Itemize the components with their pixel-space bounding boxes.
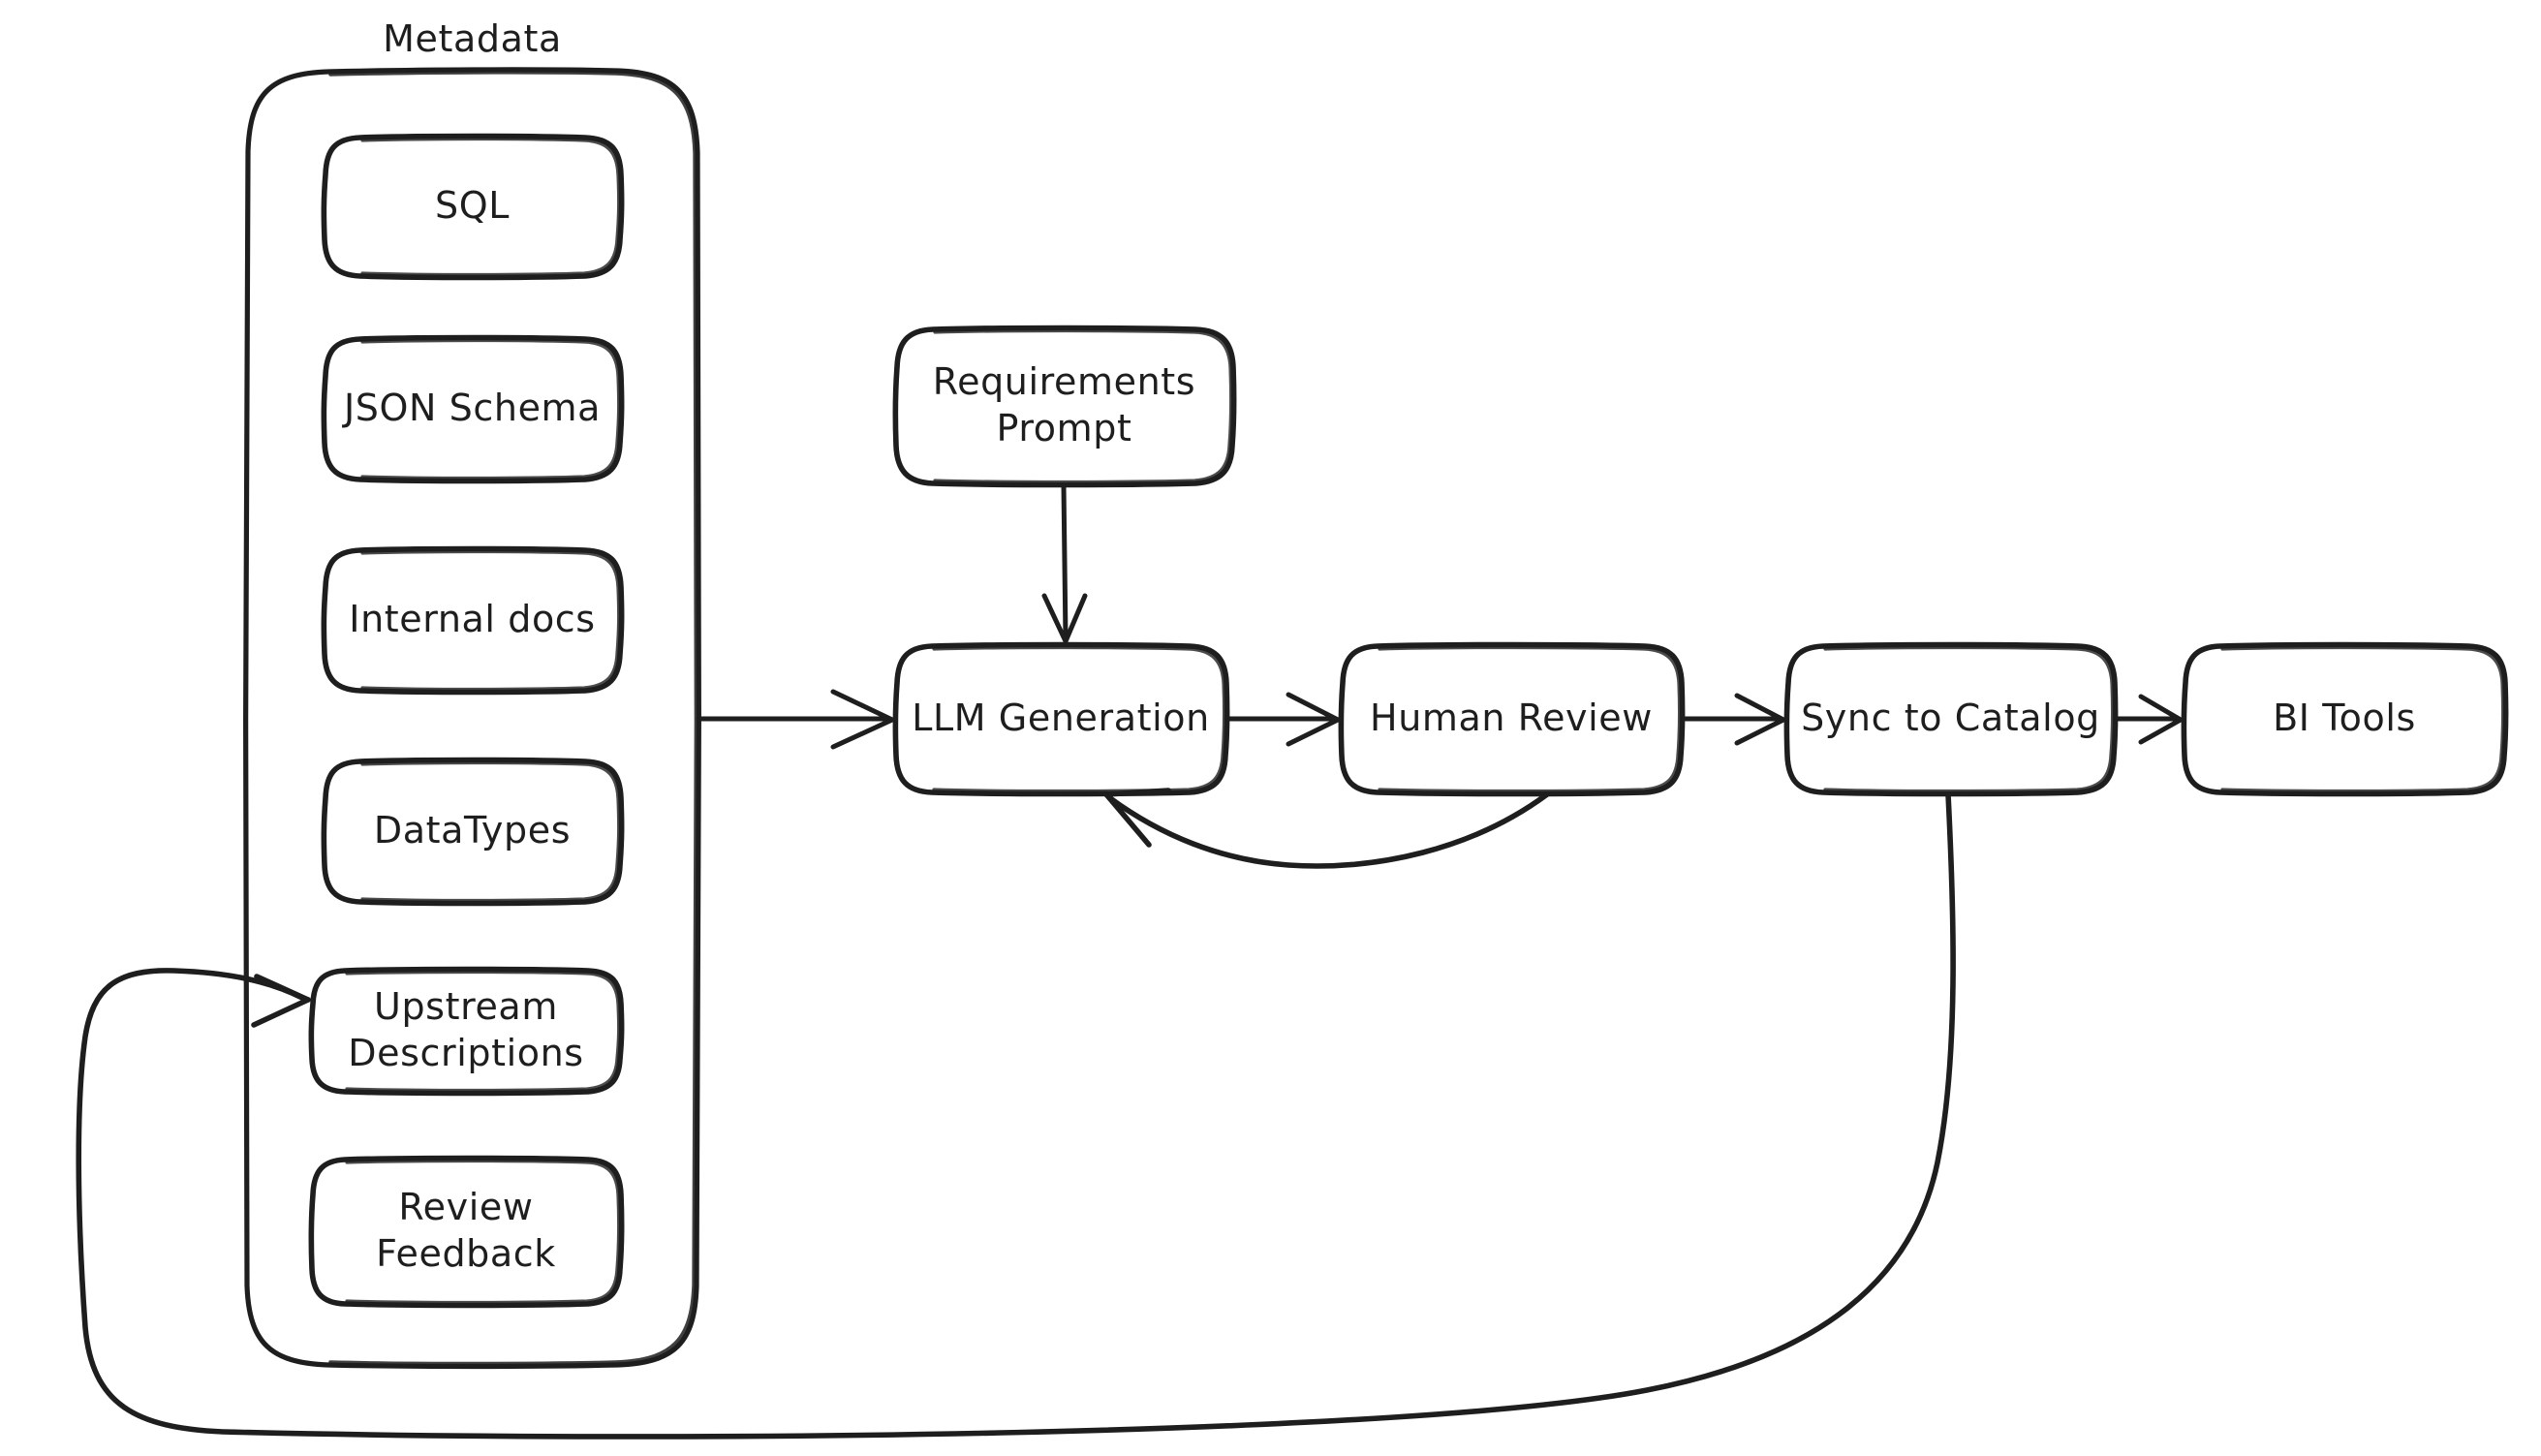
requirements-prompt-box-shape[interactable] bbox=[892, 325, 1237, 488]
json-schema-box-shape[interactable] bbox=[321, 334, 625, 484]
llm-generation-box-shape[interactable] bbox=[892, 641, 1230, 797]
upstream-descriptions-box-shape[interactable] bbox=[308, 966, 625, 1097]
node-llm-generation[interactable] bbox=[896, 644, 1225, 793]
internal-docs-box-shape[interactable] bbox=[321, 545, 625, 696]
node-sql[interactable] bbox=[325, 136, 620, 277]
node-requirements-prompt[interactable] bbox=[896, 327, 1232, 484]
data-types-box-shape[interactable] bbox=[321, 757, 625, 907]
review-feedback-box-shape[interactable] bbox=[308, 1155, 625, 1309]
edge-prompt-to-llm[interactable] bbox=[1041, 482, 1088, 644]
bi-tools-box-shape[interactable] bbox=[2181, 641, 2509, 797]
edge-metadata-to-llm[interactable] bbox=[696, 689, 895, 750]
human-review-box-shape[interactable] bbox=[1338, 641, 1686, 797]
edge-review-to-sync[interactable] bbox=[1680, 693, 1786, 746]
edge-review-back-to-llm[interactable] bbox=[1103, 788, 1550, 869]
node-bi-tools[interactable] bbox=[2185, 644, 2504, 793]
node-human-review[interactable] bbox=[1342, 644, 1681, 793]
node-internal-docs[interactable] bbox=[325, 548, 620, 692]
node-data-types[interactable] bbox=[325, 759, 620, 903]
node-upstream-descriptions[interactable] bbox=[312, 969, 620, 1093]
sync-to-catalog-box-shape[interactable] bbox=[1783, 641, 2119, 797]
sql-box-shape[interactable] bbox=[321, 133, 625, 281]
node-review-feedback[interactable] bbox=[312, 1158, 620, 1305]
edge-sync-to-bi[interactable] bbox=[2114, 694, 2184, 745]
edge-llm-to-review[interactable] bbox=[1224, 692, 1341, 747]
metadata-group-title: Metadata bbox=[383, 17, 562, 60]
node-sync-to-catalog[interactable] bbox=[1787, 644, 2114, 793]
edge-sync-to-upstream-descriptions[interactable] bbox=[76, 791, 1956, 1440]
node-json-schema[interactable] bbox=[325, 337, 620, 480]
